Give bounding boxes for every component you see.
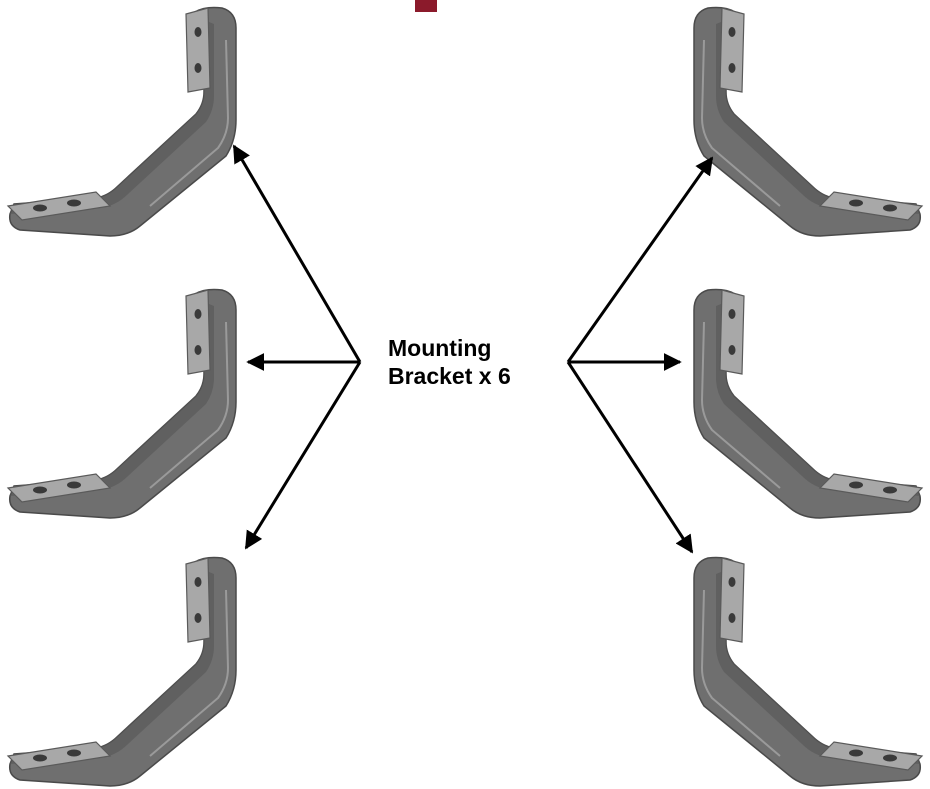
accent-block [415, 0, 437, 12]
bracket-left-middle [7, 288, 237, 519]
label-line-2: Bracket x 6 [388, 363, 511, 389]
callout-arrows [232, 144, 714, 554]
label-line-1: Mounting [388, 335, 492, 361]
bracket-right-top [693, 6, 923, 237]
arrow-right-top [566, 156, 714, 363]
bracket-left-bottom [7, 556, 237, 787]
bracket-right-bottom [693, 556, 923, 787]
bracket-left-top [7, 6, 237, 237]
arrow-right-bottom [566, 361, 694, 554]
bracket-right-middle [693, 288, 923, 519]
arrow-left-bottom [244, 361, 362, 550]
mounting-bracket-label: Mounting Bracket x 6 [388, 334, 568, 390]
arrow-left-top [232, 144, 362, 363]
